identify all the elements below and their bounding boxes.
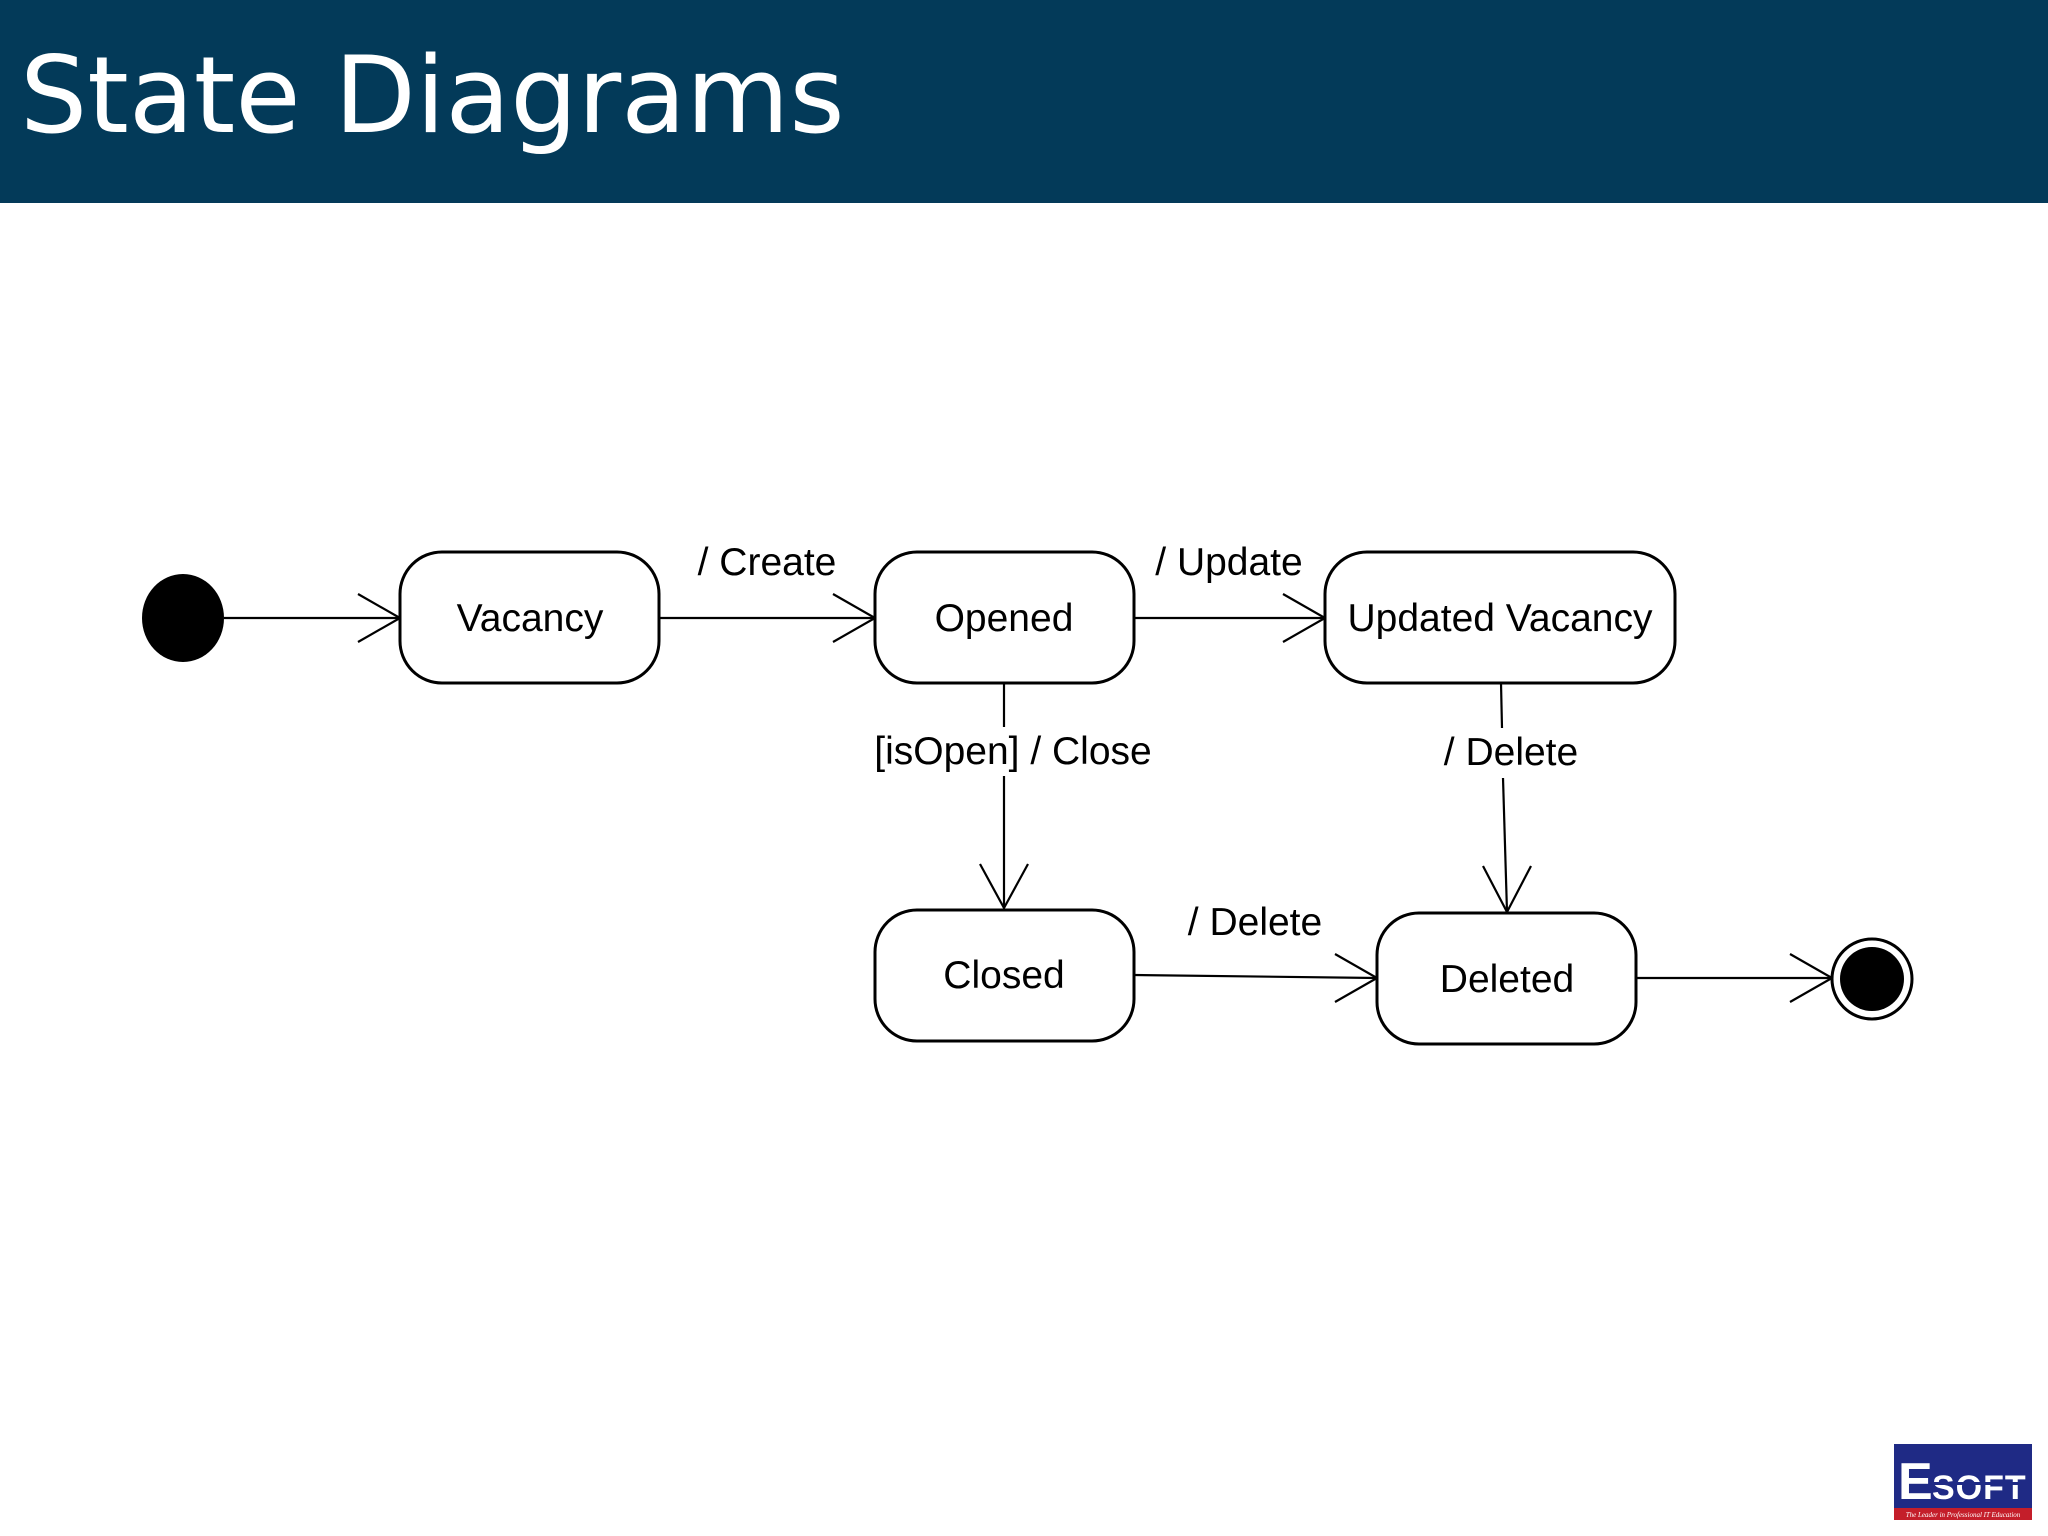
state-vacancy (398, 550, 661, 685)
transition-label-close: [isOpen] / Close (874, 730, 1151, 773)
state-closed (873, 908, 1136, 1043)
state-updated-vacancy (1323, 550, 1677, 685)
state-label-updated-vacancy: Updated Vacancy (1348, 597, 1653, 640)
state-deleted (1375, 911, 1638, 1046)
svg-text:SOFT: SOFT (1932, 1469, 2027, 1507)
transition-closed-deleted (1133, 973, 1378, 980)
transition-label-create: / Create (698, 541, 837, 584)
svg-text:E: E (1898, 1453, 1933, 1511)
state-label-deleted: Deleted (1440, 958, 1574, 1001)
initial-state-node (142, 574, 224, 662)
transition-label-delete-horizontal: / Delete (1188, 901, 1322, 944)
transition-label-delete-vertical: / Delete (1444, 731, 1578, 774)
transition-updated-deleted-upper (1499, 682, 1504, 729)
transition-label-update: / Update (1155, 541, 1302, 584)
title-bar (0, 0, 2048, 203)
final-state-dot (1840, 947, 1904, 1011)
svg-text:The Leader in Professional IT: The Leader in Professional IT Education (1906, 1511, 2021, 1519)
slide-title: State Diagrams (20, 34, 845, 157)
esoft-logo: E SOFT The Leader in Professional IT Edu… (1894, 1444, 2032, 1520)
arrowhead-opened-closed (979, 863, 1029, 911)
state-opened (873, 550, 1136, 685)
transition-updated-deleted-lower (1501, 777, 1509, 913)
state-label-opened: Opened (935, 597, 1074, 640)
state-label-closed: Closed (943, 954, 1064, 997)
state-label-vacancy: Vacancy (457, 597, 604, 640)
